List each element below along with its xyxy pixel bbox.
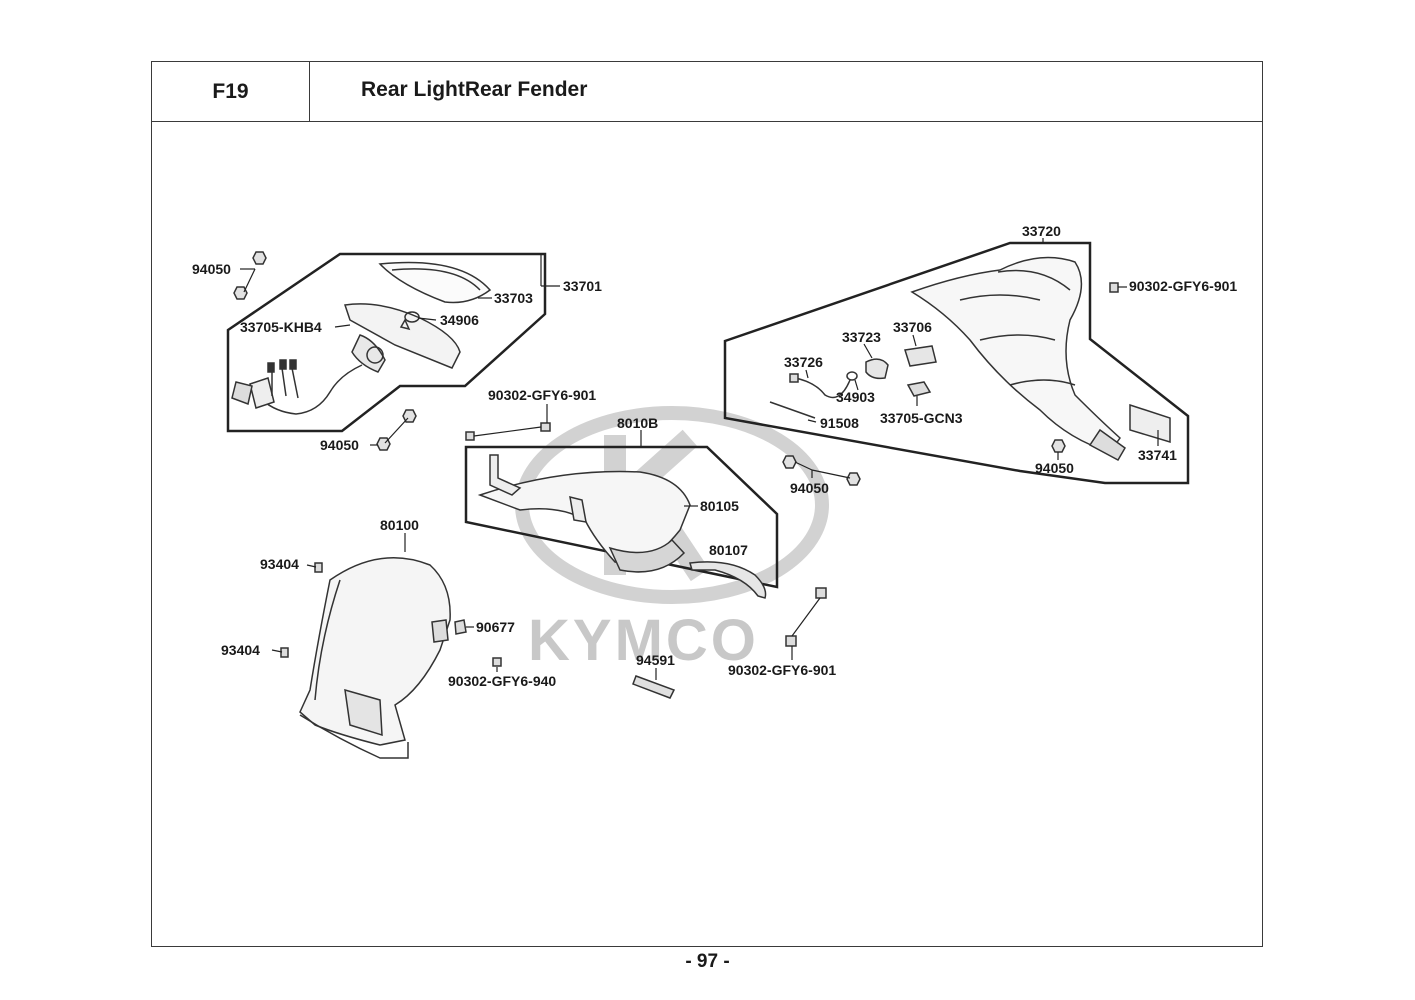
bolt-90302-gfy6-901-lower xyxy=(785,587,827,647)
label-33705-khb4: 33705-KHB4 xyxy=(240,319,322,335)
label-80100: 80100 xyxy=(380,517,419,533)
label-94050: 94050 xyxy=(320,437,359,453)
rear-fender-inner-group-outline xyxy=(464,445,779,589)
lens-33706 xyxy=(904,345,937,367)
section-code: F19 xyxy=(212,79,249,103)
bulb-34906 xyxy=(399,311,420,331)
page-title: Rear LightRear Fender xyxy=(361,78,588,101)
rear-light-wire-harness xyxy=(231,359,363,415)
rear-light-housing-33705-khb4 xyxy=(344,303,461,373)
nut-94050-right xyxy=(782,455,861,486)
bolt-90302-gfy6-901-tail xyxy=(1109,282,1119,293)
label-90302-gfy6-901: 90302-GFY6-901 xyxy=(488,387,596,403)
label-90302-gfy6-940: 90302-GFY6-940 xyxy=(448,673,556,689)
page-number: - 97 - xyxy=(685,951,730,972)
label-94050: 94050 xyxy=(790,480,829,496)
tail-cover-33720 xyxy=(910,256,1126,462)
label-94050: 94050 xyxy=(192,261,231,277)
label-33726: 33726 xyxy=(784,354,823,370)
rear-light-lens-33703 xyxy=(378,261,492,304)
label-80107: 80107 xyxy=(709,542,748,558)
reflector-94591 xyxy=(632,675,676,699)
screw-93404-lower xyxy=(280,647,289,658)
bolt-90302-gfy6-940 xyxy=(492,657,502,667)
screw-93404-upper xyxy=(314,562,323,573)
diagram-frame xyxy=(151,61,1263,947)
rubber-strip-80107 xyxy=(689,561,767,599)
nut-94050-upper xyxy=(233,251,267,300)
label-94050: 94050 xyxy=(1035,460,1074,476)
part-labels: 94050 33701 33703 33705-KHB4 34906 94050… xyxy=(192,223,1237,689)
license-plate-light-33741 xyxy=(1129,403,1171,444)
label-33703: 33703 xyxy=(494,290,533,306)
nut-94050-tail xyxy=(1051,439,1066,453)
label-33705-gcn3: 33705-GCN3 xyxy=(880,410,963,426)
label-33720: 33720 xyxy=(1022,223,1061,239)
label-91508: 91508 xyxy=(820,415,859,431)
rear-fender-inner-8010b xyxy=(477,454,691,573)
label-94591: 94591 xyxy=(636,652,675,668)
bolt-90302-gfy6-901-center xyxy=(465,422,551,441)
leader-lines xyxy=(240,238,1159,680)
label-33701: 33701 xyxy=(563,278,602,294)
label-33706: 33706 xyxy=(893,319,932,335)
wire-33726 xyxy=(789,373,851,399)
watermark-text: KYMCO xyxy=(528,608,759,673)
label-90302-gfy6-901: 90302-GFY6-901 xyxy=(1129,278,1237,294)
label-80105: 80105 xyxy=(700,498,739,514)
label-34903: 34903 xyxy=(836,389,875,405)
wire-91508 xyxy=(769,401,816,419)
section-code-box xyxy=(151,61,310,122)
label-90677: 90677 xyxy=(476,619,515,635)
bracket-33705-gcn3 xyxy=(906,381,932,397)
rear-fender-80100 xyxy=(299,556,451,759)
socket-33723 xyxy=(865,358,889,380)
label-93404: 93404 xyxy=(260,556,299,572)
label-93404: 93404 xyxy=(221,642,260,658)
label-33723: 33723 xyxy=(842,329,881,345)
label-90302-gfy6-901: 90302-GFY6-901 xyxy=(728,662,836,678)
label-34906: 34906 xyxy=(440,312,479,328)
label-8010b: 8010B xyxy=(617,415,658,431)
label-33741: 33741 xyxy=(1138,447,1177,463)
rear-light-group-outline xyxy=(226,252,547,433)
bulb-34903 xyxy=(846,371,858,381)
header-divider xyxy=(310,121,1263,122)
clip-90677 xyxy=(454,619,467,635)
tail-cover-group-outline xyxy=(723,241,1190,485)
